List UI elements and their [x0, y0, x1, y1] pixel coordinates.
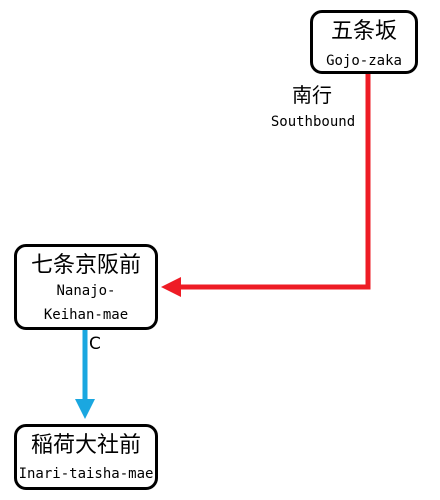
- station-name-en: Gojo-zaka: [326, 53, 402, 69]
- southbound-route-line: [161, 74, 371, 297]
- station-gojo-zaka: 五条坂 Gojo-zaka: [310, 10, 418, 74]
- station-nanajo-keihan-mae: 七条京阪前 Nanajo- Keihan-mae: [14, 244, 158, 330]
- station-inari-taisha-mae: 稲荷大社前 Inari-taisha-mae: [14, 424, 158, 490]
- direction-label-en: Southbound: [270, 114, 356, 130]
- station-name-jp: 稲荷大社前: [30, 433, 141, 458]
- route-c-label: C: [89, 334, 101, 354]
- station-name-en-line2: Keihan-mae: [43, 307, 129, 323]
- station-name-jp: 七条京阪前: [30, 253, 141, 278]
- station-name-jp: 五条坂: [330, 19, 397, 44]
- station-name-en-line1: Nanajo-: [56, 283, 116, 299]
- direction-label-jp: 南行: [292, 83, 332, 107]
- station-name-en: Inari-taisha-mae: [18, 466, 154, 482]
